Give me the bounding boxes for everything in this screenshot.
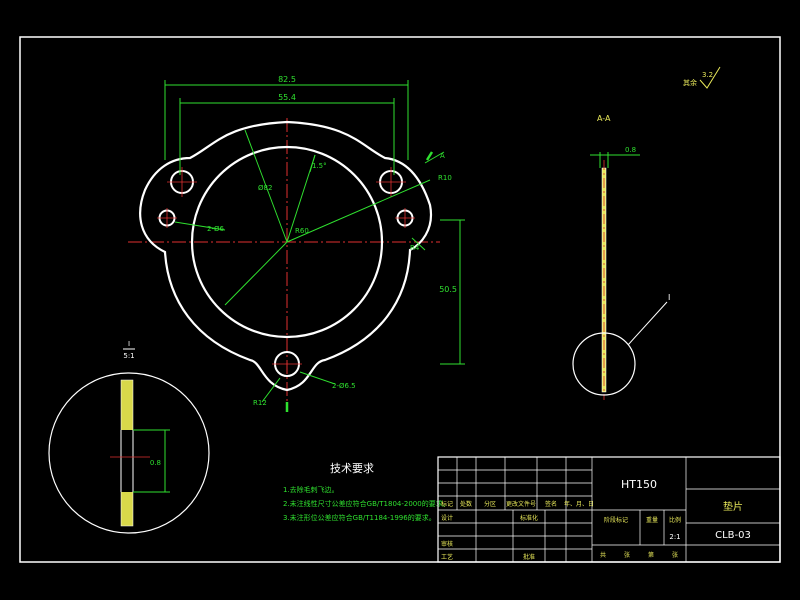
detail-profile-gap <box>121 430 133 492</box>
dim-thickness: 0.8 <box>625 146 636 154</box>
dim-overall-width: 82.5 <box>278 75 296 84</box>
dim-bore: Ø82 <box>258 184 272 192</box>
section-label: A-A <box>597 114 611 123</box>
dim-bottom-holes: 2-Ø6.5 <box>332 382 356 390</box>
approval-review: 审核 <box>441 540 453 548</box>
approval-process: 工艺 <box>441 553 453 561</box>
sign-label-design: 设计 <box>441 514 453 522</box>
roughness-symbol-icon <box>699 66 721 89</box>
approval-approve: 批准 <box>523 553 535 561</box>
tech-req-item-2: 2.未注线性尺寸公差应符合GB/T1804-2000的要求。 <box>283 499 450 508</box>
detail-callout-circle <box>572 332 636 396</box>
drawing-number: CLB-03 <box>715 530 751 541</box>
drawing-frame <box>19 36 781 563</box>
material-value: HT150 <box>621 478 657 491</box>
part-name: 垫片 <box>723 500 743 513</box>
sheet-unit-label-2: 张 <box>672 551 678 559</box>
hole-centerlines <box>157 167 415 365</box>
center-bore <box>190 145 384 339</box>
detail-scale: 5:1 <box>123 352 134 360</box>
sheet-current-label: 第 <box>648 551 654 559</box>
detail-ref-label: I <box>668 293 670 302</box>
detail-leader <box>627 301 668 346</box>
gasket-outer-profile <box>139 120 433 392</box>
detail-dim: 0.8 <box>150 459 161 467</box>
dim-upper-radius: R10 <box>438 174 452 182</box>
rev-header-count: 处数 <box>460 500 472 508</box>
tech-req-title: 技术要求 <box>330 462 374 475</box>
rev-header-zone: 分区 <box>484 500 496 508</box>
detail-label: I <box>128 340 130 348</box>
weight-label: 重量 <box>646 516 658 524</box>
dim-slot-angle: 1.5° <box>312 162 327 170</box>
sign-label-standard: 标准化 <box>520 514 538 522</box>
dim-vertical: 50.5 <box>439 285 457 294</box>
technical-requirements: 技术要求 1.去除毛刺飞边。 2.未注线性尺寸公差应符合GB/T1804-200… <box>283 462 450 522</box>
title-block <box>437 456 781 563</box>
rev-header-mark: 标记 <box>441 500 453 508</box>
tech-req-item-1: 1.去除毛刺飞边。 <box>283 485 339 494</box>
title-block-text: HT150 垫片 CLB-03 标记 处数 分区 更改文件号 签名 年、月、日 … <box>441 478 751 561</box>
dimension-lines <box>164 80 465 403</box>
tech-req-item-3: 3.未注形位公差应符合GB/T1184-1996的要求。 <box>283 513 436 522</box>
roughness-label: 其余 <box>683 78 697 87</box>
scale-label: 比例 <box>669 516 681 524</box>
detail-boundary-circle <box>48 372 210 534</box>
rev-header-sign: 签名 <box>545 500 557 508</box>
sheet-total-label: 共 <box>600 551 606 559</box>
dim-bottom-radius: R12 <box>253 399 267 407</box>
sheet-unit-label: 张 <box>624 551 630 559</box>
roughness-value: 3.2 <box>702 71 713 79</box>
section-mark-top <box>425 151 434 161</box>
stage-label: 阶段标记 <box>604 516 628 524</box>
section-view: A-A 0.8 I 其余 3.2 <box>572 66 721 400</box>
dim-hole-span: 55.4 <box>278 93 296 102</box>
dim-hole-circle: R60 <box>295 227 309 235</box>
main-view: 82.5 55.4 1.5° Ø82 R60 2-Ø6 R10 R4 50.5 … <box>128 75 465 412</box>
detail-view: I 5:1 0.8 <box>48 340 210 534</box>
dim-right-radius: R4 <box>410 244 420 252</box>
dim-small-holes: 2-Ø6 <box>207 225 224 233</box>
rev-header-date: 年、月、日 <box>564 500 594 508</box>
rev-header-doc: 更改文件号 <box>506 500 536 508</box>
section-arrow-label: A <box>440 152 445 160</box>
scale-value: 2:1 <box>669 533 680 541</box>
